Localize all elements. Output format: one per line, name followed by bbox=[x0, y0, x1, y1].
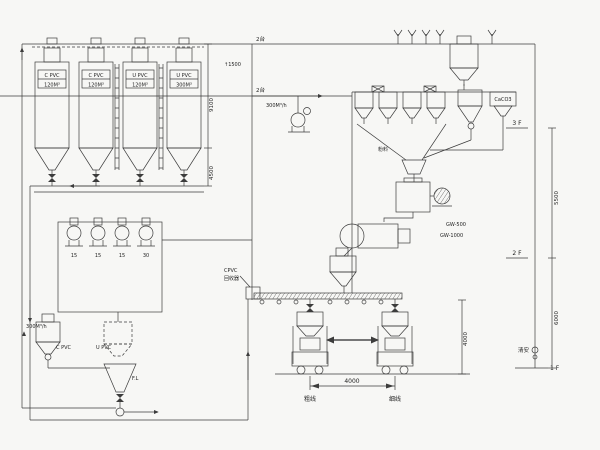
dosing-section: CaCO3 粉料 bbox=[351, 84, 517, 293]
silo-4: U PVC 300M³ bbox=[166, 37, 202, 186]
roots-blower-2: 15 bbox=[89, 217, 107, 259]
weigh-hopper-2 bbox=[378, 91, 398, 124]
silo-1-capacity: 120M³ bbox=[44, 83, 60, 89]
bag-dump-system: 300M³/h C PVC U PVC F.L bbox=[21, 312, 159, 417]
building-height-dimension: 5500 6000 bbox=[548, 127, 560, 369]
right-note-label: 清安 bbox=[518, 346, 530, 354]
weigh-hopper-3 bbox=[402, 91, 422, 124]
roots-blower-4: 30 bbox=[137, 217, 155, 259]
upvc-small-label: U PVC bbox=[96, 345, 112, 351]
dim-station-height: 4000 bbox=[463, 332, 469, 346]
silo-2: C PVC 120M³ bbox=[78, 37, 114, 186]
roots-blower-3: 15 bbox=[113, 217, 131, 259]
silo-height-dimension: 9100 4500 bbox=[204, 43, 215, 187]
exhaust-fan-icons bbox=[393, 29, 497, 44]
powder-label: 粉料 bbox=[378, 146, 388, 153]
silo-4-capacity: 300M³ bbox=[176, 83, 192, 89]
conveying-annotations: ↑1500 2台 2台 300M³/h bbox=[224, 35, 311, 133]
blower-3-rating: 15 bbox=[119, 253, 125, 259]
cyclone-receiver-icon bbox=[457, 84, 483, 140]
blower-2-rating: 15 bbox=[95, 253, 101, 259]
recycler-label-line1: CPVC bbox=[224, 268, 238, 274]
units-mid-label: 2台 bbox=[256, 86, 265, 94]
station-left-label: 粗线 bbox=[304, 395, 316, 403]
collecting-funnel-small bbox=[103, 363, 159, 417]
silo-4-name: U PVC bbox=[176, 73, 192, 79]
cooling-mixer bbox=[339, 223, 411, 257]
hot-mixer bbox=[383, 177, 452, 222]
blower-1-rating: 15 bbox=[71, 253, 77, 259]
upvc-future-hopper bbox=[103, 312, 133, 357]
station-height-dimension: 4000 bbox=[458, 299, 469, 375]
flow-mid-label: 300M³/h bbox=[266, 103, 287, 109]
cpvc-small-label: C PVC bbox=[56, 345, 72, 351]
screw-conveyor: CPVC 回收器 bbox=[224, 268, 403, 305]
additive-bin: CaCO3 bbox=[430, 91, 517, 151]
weigh-hopper-1 bbox=[354, 91, 374, 124]
silo-2-capacity: 120M³ bbox=[88, 83, 104, 89]
floor-2-label: 2 F bbox=[512, 250, 522, 257]
station-span-dimension: 4000 bbox=[309, 376, 396, 390]
day-silo bbox=[449, 35, 479, 86]
silo-1: C PVC 120M³ bbox=[34, 37, 70, 186]
hot-mixer-label: GW-500 bbox=[446, 222, 466, 228]
weigh-hopper-4 bbox=[426, 91, 446, 124]
dim-floor-3-2: 5500 bbox=[554, 191, 560, 205]
dim-silo-cone: 4500 bbox=[209, 166, 215, 180]
floor-marks: 3 F 2 F 1 F 清安 bbox=[506, 120, 560, 372]
roots-blower-1: 15 bbox=[65, 217, 83, 259]
main-piping bbox=[0, 43, 536, 421]
dim-station-span: 4000 bbox=[344, 378, 359, 385]
silo-discharge-line bbox=[30, 183, 204, 193]
floor-1-label: 1 F bbox=[550, 365, 560, 372]
silo-ladder-icon bbox=[114, 64, 164, 170]
recycler-label-line2: 回收器 bbox=[224, 275, 239, 282]
scale-hopper bbox=[401, 159, 427, 182]
relief-valve-icon bbox=[531, 346, 539, 360]
discharge-cyclone bbox=[329, 247, 357, 293]
packing-station-right: 细线 bbox=[376, 299, 414, 403]
silo-3: U PVC 120M³ bbox=[122, 37, 158, 186]
silo-group: C PVC 120M³ C PVC 120M³ bbox=[30, 37, 215, 193]
roots-blower-icon bbox=[288, 96, 311, 133]
feeder-valve-icon bbox=[371, 85, 437, 93]
blower-room: 15 15 15 30 bbox=[57, 217, 163, 313]
mixer-section: GW-500 GW-1000 bbox=[329, 177, 466, 293]
units-top-label: 2台 bbox=[256, 35, 265, 43]
cpvc-dump-hopper bbox=[35, 313, 110, 369]
silo-2-name: C PVC bbox=[88, 73, 104, 79]
silo-3-name: U PVC bbox=[132, 73, 148, 79]
additive-bin-label: CaCO3 bbox=[494, 97, 511, 103]
silo-3-capacity: 120M³ bbox=[132, 83, 148, 89]
shuttle-arrow-icon bbox=[326, 336, 379, 344]
cold-mixer-label: GW-1000 bbox=[440, 233, 463, 239]
floor-3-label: 3 F bbox=[512, 120, 522, 127]
top-pipe-note: ↑1500 bbox=[224, 62, 241, 68]
blower-4-rating: 30 bbox=[143, 253, 149, 259]
dim-floor-2-1: 6000 bbox=[554, 311, 560, 325]
floor-level-label: F.L bbox=[132, 376, 139, 382]
station-right-label: 细线 bbox=[389, 395, 401, 403]
dim-silo-upper: 9100 bbox=[209, 98, 215, 112]
collecting-funnel: 粉料 bbox=[356, 123, 472, 161]
packing-station-left: 粗线 bbox=[291, 299, 329, 403]
silo-1-name: C PVC bbox=[44, 73, 60, 79]
flow-left-label: 300M³/h bbox=[26, 324, 47, 330]
